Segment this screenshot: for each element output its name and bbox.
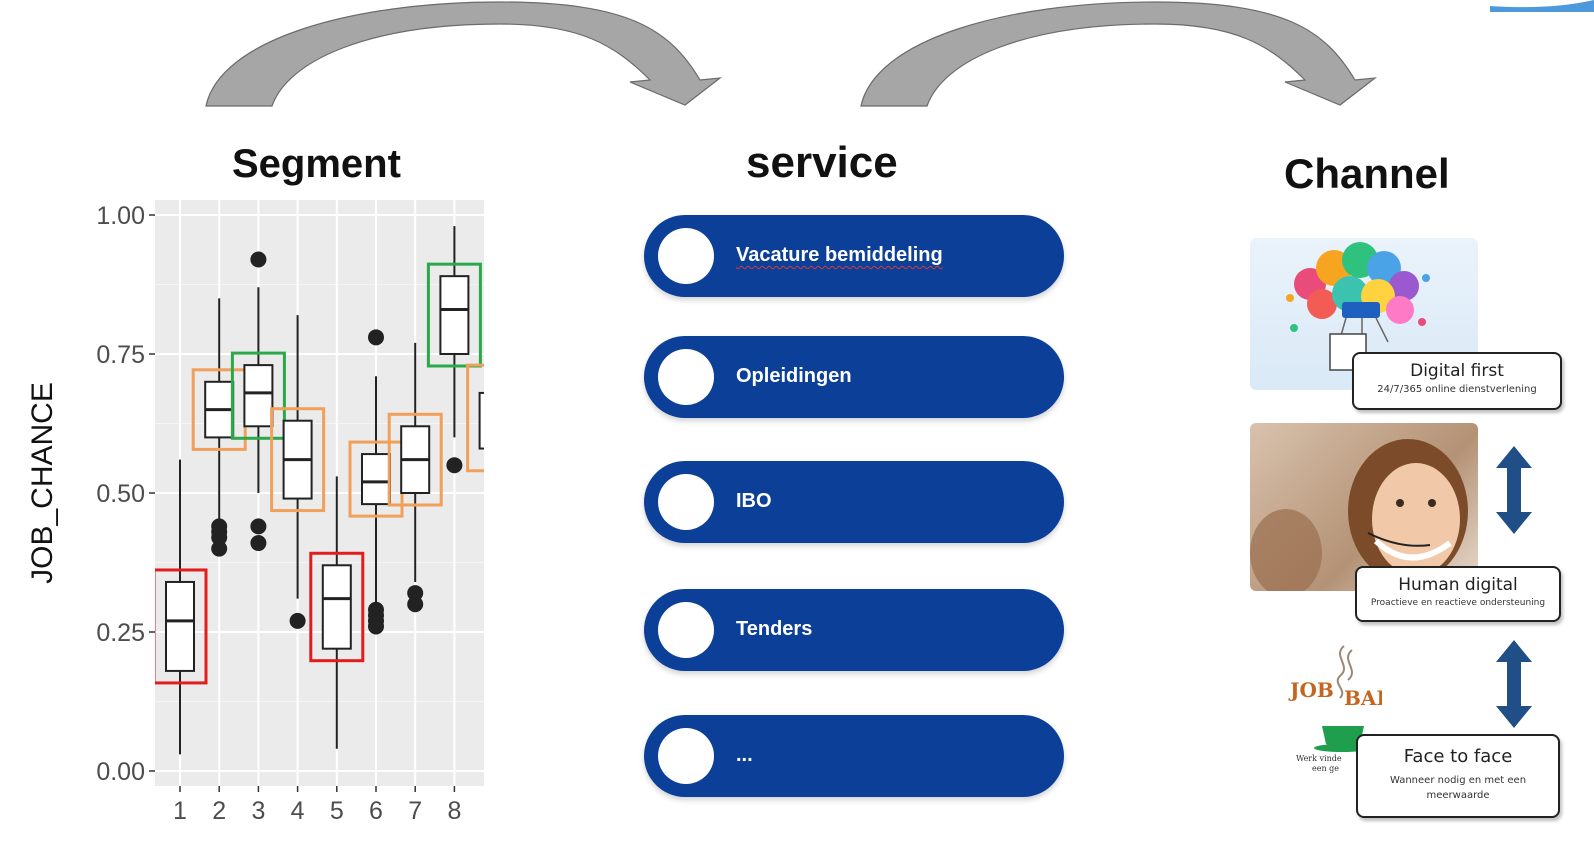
channel-box-digital-first[interactable]: Digital first 24/7/365 online dienstverl… bbox=[1352, 352, 1562, 410]
double-arrow-icon bbox=[1496, 446, 1532, 534]
box-outlier bbox=[407, 585, 424, 602]
pill-knob bbox=[658, 728, 714, 784]
box-outlier bbox=[368, 601, 384, 618]
x-tick-label: 1 bbox=[173, 797, 187, 825]
service-pill-opleidingen[interactable]: Opleidingen bbox=[644, 336, 1064, 418]
box-outlier bbox=[250, 535, 267, 552]
pill-knob bbox=[658, 228, 714, 284]
box-body bbox=[439, 275, 470, 355]
channel-box-human-digital[interactable]: Human digital Proactieve en reactieve on… bbox=[1355, 566, 1561, 622]
x-tick-label: 5 bbox=[330, 797, 344, 825]
service-pill-tenders[interactable]: Tenders bbox=[644, 589, 1064, 671]
jobbar-tagline-a: Werk vinde bbox=[1296, 754, 1342, 763]
channel-title-text: Human digital bbox=[1398, 575, 1518, 595]
jobbar-tagline-b: een ge bbox=[1312, 764, 1340, 773]
service-pill-more[interactable]: ... bbox=[644, 715, 1064, 797]
y-tick-label: 1.00 bbox=[96, 202, 145, 230]
x-tick-label: 6 bbox=[369, 797, 383, 825]
highlight-frame bbox=[426, 262, 482, 368]
service-label: ... bbox=[736, 744, 753, 766]
corner-accent bbox=[1490, 0, 1594, 12]
highlight-frame bbox=[155, 568, 208, 685]
pill-knob bbox=[658, 602, 714, 658]
channel-subtitle-text: Wanneer nodig en met een meerwaarde bbox=[1389, 775, 1527, 801]
box-outlier bbox=[289, 612, 306, 629]
call-center-agent-photo bbox=[1250, 423, 1478, 591]
segment-title: Segment bbox=[232, 142, 401, 186]
pill-knob bbox=[658, 474, 714, 530]
box-body bbox=[243, 364, 274, 428]
box-outlier bbox=[368, 329, 384, 346]
pill-knob bbox=[658, 349, 714, 405]
y-tick-label: 0.75 bbox=[96, 341, 145, 369]
box-body bbox=[478, 391, 484, 450]
channel-subtitle-text: 24/7/365 online dienstverlening bbox=[1377, 384, 1537, 395]
double-arrow-icon bbox=[1496, 640, 1532, 728]
y-tick-label: 0.00 bbox=[96, 758, 145, 786]
box-outlier bbox=[211, 540, 228, 557]
highlight-frame bbox=[387, 412, 443, 507]
y-tick-label: 0.25 bbox=[96, 619, 145, 647]
channel-subtitle-text: Proactieve en reactieve ondersteuning bbox=[1370, 598, 1546, 608]
box-body bbox=[165, 580, 195, 672]
box-outlier bbox=[407, 596, 424, 613]
box-outlier bbox=[446, 457, 463, 474]
channel-box-face-to-face[interactable]: Face to face Wanneer nodig en met een me… bbox=[1356, 734, 1560, 818]
box-outlier bbox=[250, 251, 267, 268]
boxes-group bbox=[155, 226, 484, 755]
service-title: service bbox=[746, 138, 898, 187]
x-tick-label: 7 bbox=[408, 797, 422, 825]
y-axis-label: JOB_CHANCE bbox=[26, 382, 59, 584]
highlight-frame bbox=[309, 551, 365, 663]
service-label: Opleidingen bbox=[736, 365, 852, 387]
service-pill-vacature[interactable]: Vacature bemiddeling bbox=[644, 215, 1064, 297]
highlight-frame bbox=[270, 407, 326, 513]
jobbar-logo-left: JOB bbox=[1290, 678, 1334, 702]
box-body bbox=[321, 564, 352, 650]
channel-title-text: Digital first bbox=[1410, 361, 1504, 381]
x-tick-label: 8 bbox=[447, 797, 461, 825]
flow-arrow-segment-to-service bbox=[205, 1, 723, 107]
y-tick-label: 0.50 bbox=[96, 480, 145, 508]
service-label: IBO bbox=[736, 490, 772, 512]
box-body bbox=[361, 453, 391, 506]
channel-title-text: Face to face bbox=[1403, 746, 1513, 767]
channel-title: Channel bbox=[1284, 150, 1450, 197]
service-label: Vacature bemiddeling bbox=[736, 244, 943, 266]
flow-arrow-service-to-channel bbox=[860, 1, 1378, 107]
service-pill-ibo[interactable]: IBO bbox=[644, 461, 1064, 543]
x-tick-label: 4 bbox=[291, 797, 305, 825]
jobbar-logo-right: BAR bbox=[1344, 686, 1382, 710]
x-tick-label: 2 bbox=[212, 797, 226, 825]
service-label: Tenders bbox=[736, 618, 813, 640]
box-outlier bbox=[250, 518, 267, 535]
x-tick-label: 3 bbox=[251, 797, 265, 825]
highlight-frame bbox=[230, 351, 286, 440]
box-outlier bbox=[211, 518, 228, 535]
highlight-frame bbox=[466, 363, 484, 473]
